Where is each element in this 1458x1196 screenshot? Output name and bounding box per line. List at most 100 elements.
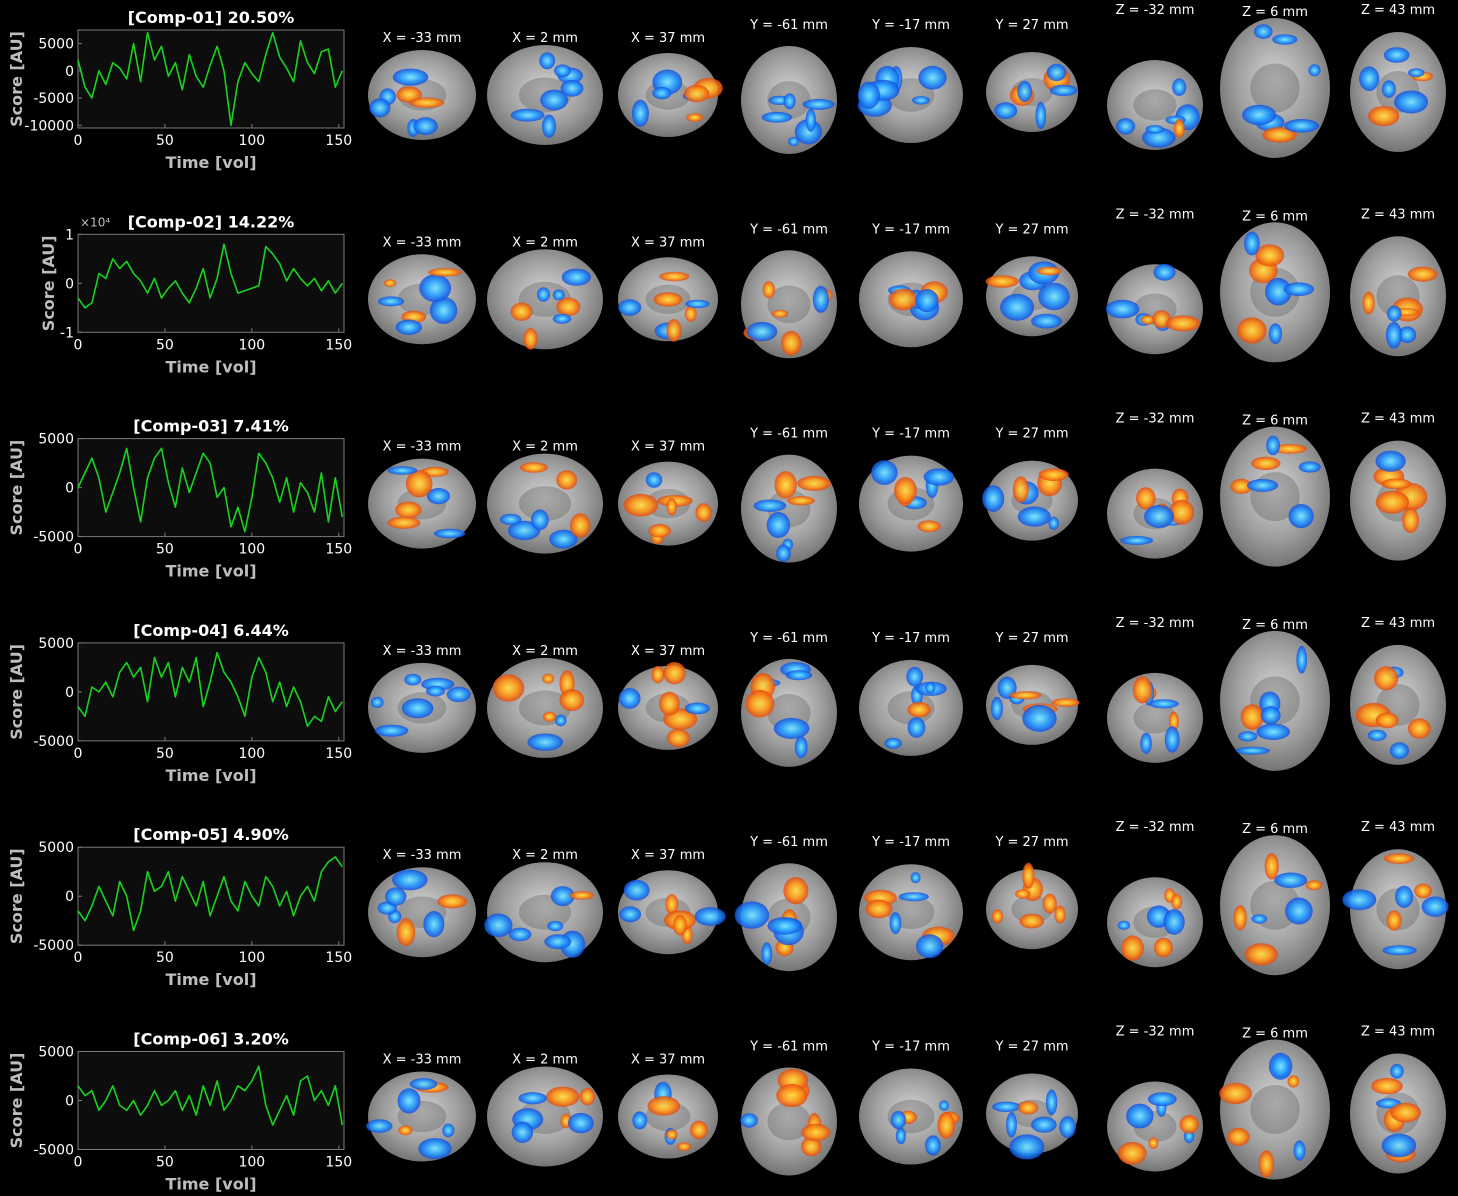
brain-slice-4: Y = -61 mm [741, 222, 837, 359]
negative-activation-blob [552, 289, 565, 301]
y-tick-label: 5000 [38, 636, 74, 652]
negative-activation-blob [1046, 63, 1067, 82]
negative-activation-blob [1283, 282, 1315, 297]
slice-coordinate-label: Z = 6 mm [1242, 414, 1308, 429]
positive-activation-blob [396, 918, 416, 947]
negative-activation-blob [925, 1135, 941, 1156]
positive-activation-blob [1219, 1082, 1252, 1105]
slice-coordinate-label: Y = -61 mm [749, 631, 828, 646]
positive-activation-blob [797, 475, 831, 491]
x-tick-label: 150 [325, 1155, 352, 1171]
positive-activation-blob [546, 1086, 580, 1107]
positive-activation-blob [684, 305, 697, 322]
negative-activation-blob [1147, 1092, 1177, 1107]
slice-coordinate-label: Y = -61 mm [749, 222, 828, 237]
negative-activation-blob [531, 509, 549, 531]
negative-activation-blob [395, 319, 422, 335]
brain-slice-4: Y = -61 mm [740, 1040, 837, 1176]
positive-activation-blob [1165, 315, 1201, 332]
brain-slice-5: Y = -17 mm [859, 1040, 963, 1165]
positive-activation-blob [1240, 704, 1264, 730]
brain-slice-8: Z = 6 mm [1220, 5, 1330, 158]
timeseries-plot-area [77, 846, 345, 946]
slice-coordinate-label: Y = -17 mm [871, 18, 950, 33]
timeseries-plot-area [77, 233, 345, 333]
score-trace [77, 243, 343, 309]
positive-activation-blob [1009, 691, 1042, 700]
component-title: [Comp-05] 4.90% [133, 825, 288, 844]
negative-activation-blob [794, 736, 808, 759]
negative-activation-blob [1256, 723, 1290, 740]
negative-activation-blob [1153, 263, 1176, 281]
negative-activation-blob [1408, 68, 1425, 78]
brain-slice-9: Z = 43 mm [1350, 1025, 1446, 1174]
negative-activation-blob [429, 296, 458, 324]
negative-activation-blob [1235, 746, 1270, 755]
component-title: [Comp-06] 3.20% [133, 1030, 288, 1049]
brain-slice-8: Z = 6 mm [1220, 822, 1330, 976]
negative-activation-blob [992, 1101, 1021, 1113]
positive-activation-blob [510, 302, 533, 321]
negative-activation-blob [560, 79, 584, 97]
y-axis-label: Score [AU] [7, 848, 26, 944]
timeseries-plot-area [77, 642, 345, 742]
brain-slice-1: X = -33 mm [368, 235, 476, 345]
positive-activation-blob [686, 113, 704, 122]
negative-activation-blob [1381, 1133, 1417, 1158]
brain-anatomy [1220, 426, 1330, 567]
x-tick-label: 100 [238, 133, 265, 149]
component-row-2: [Comp-02] 14.22%Time [vol]Score [AU]×10⁴… [39, 207, 1446, 376]
brain-slice-6: Y = 27 mm [986, 631, 1080, 745]
slice-coordinate-label: X = -33 mm [383, 1053, 462, 1068]
slice-coordinate-label: Z = 6 mm [1242, 5, 1308, 20]
slice-coordinate-label: X = 2 mm [512, 644, 578, 659]
brain-structure [767, 1102, 811, 1141]
positive-activation-blob [1407, 266, 1438, 282]
negative-activation-blob [684, 702, 710, 715]
slice-coordinate-label: X = 37 mm [631, 235, 705, 250]
slice-coordinate-label: X = 2 mm [512, 848, 578, 863]
brain-slice-6: Y = 27 mm [985, 222, 1078, 337]
brain-structure [1133, 702, 1177, 734]
negative-activation-blob [397, 1088, 421, 1114]
slice-coordinate-label: Z = 6 mm [1242, 822, 1308, 837]
positive-activation-blob [556, 470, 578, 490]
positive-activation-blob [1262, 127, 1297, 143]
x-tick-label: 50 [156, 746, 174, 762]
positive-activation-blob [1019, 913, 1044, 929]
brain-slice-6: Y = 27 mm [986, 835, 1078, 950]
negative-activation-blob [1395, 885, 1414, 908]
component-title: [Comp-02] 14.22% [128, 212, 295, 231]
y-tick-label: -5000 [33, 734, 74, 750]
slice-coordinate-label: Z = -32 mm [1116, 207, 1195, 222]
negative-activation-blob [419, 274, 452, 303]
x-tick-label: 50 [156, 133, 174, 149]
negative-activation-blob [1272, 34, 1298, 45]
y-tick-label: 0 [65, 685, 74, 701]
negative-activation-blob [788, 136, 800, 147]
positive-activation-blob [762, 281, 775, 299]
slice-coordinate-label: Y = 27 mm [994, 427, 1068, 442]
score-trace [77, 31, 344, 127]
slice-coordinate-label: Z = 6 mm [1242, 209, 1308, 224]
positive-activation-blob [666, 498, 677, 516]
positive-activation-blob [666, 728, 690, 748]
positive-activation-blob [398, 1125, 413, 1136]
y-tick-label: -10000 [24, 118, 74, 134]
negative-activation-blob [568, 1112, 594, 1134]
slice-coordinate-label: X = 2 mm [512, 31, 578, 46]
negative-activation-blob [1000, 293, 1035, 321]
brain-slice-9: Z = 43 mm [1342, 820, 1449, 970]
brain-structure [1250, 63, 1300, 113]
negative-activation-blob [1293, 1140, 1306, 1161]
negative-activation-blob [915, 289, 939, 313]
negative-activation-blob [631, 99, 649, 127]
positive-activation-blob [659, 691, 680, 716]
brain-slice-9: Z = 43 mm [1350, 3, 1446, 152]
negative-activation-blob [1296, 645, 1307, 674]
negative-activation-blob [507, 520, 541, 541]
brain-slice-7: Z = -32 mm [1107, 3, 1203, 150]
